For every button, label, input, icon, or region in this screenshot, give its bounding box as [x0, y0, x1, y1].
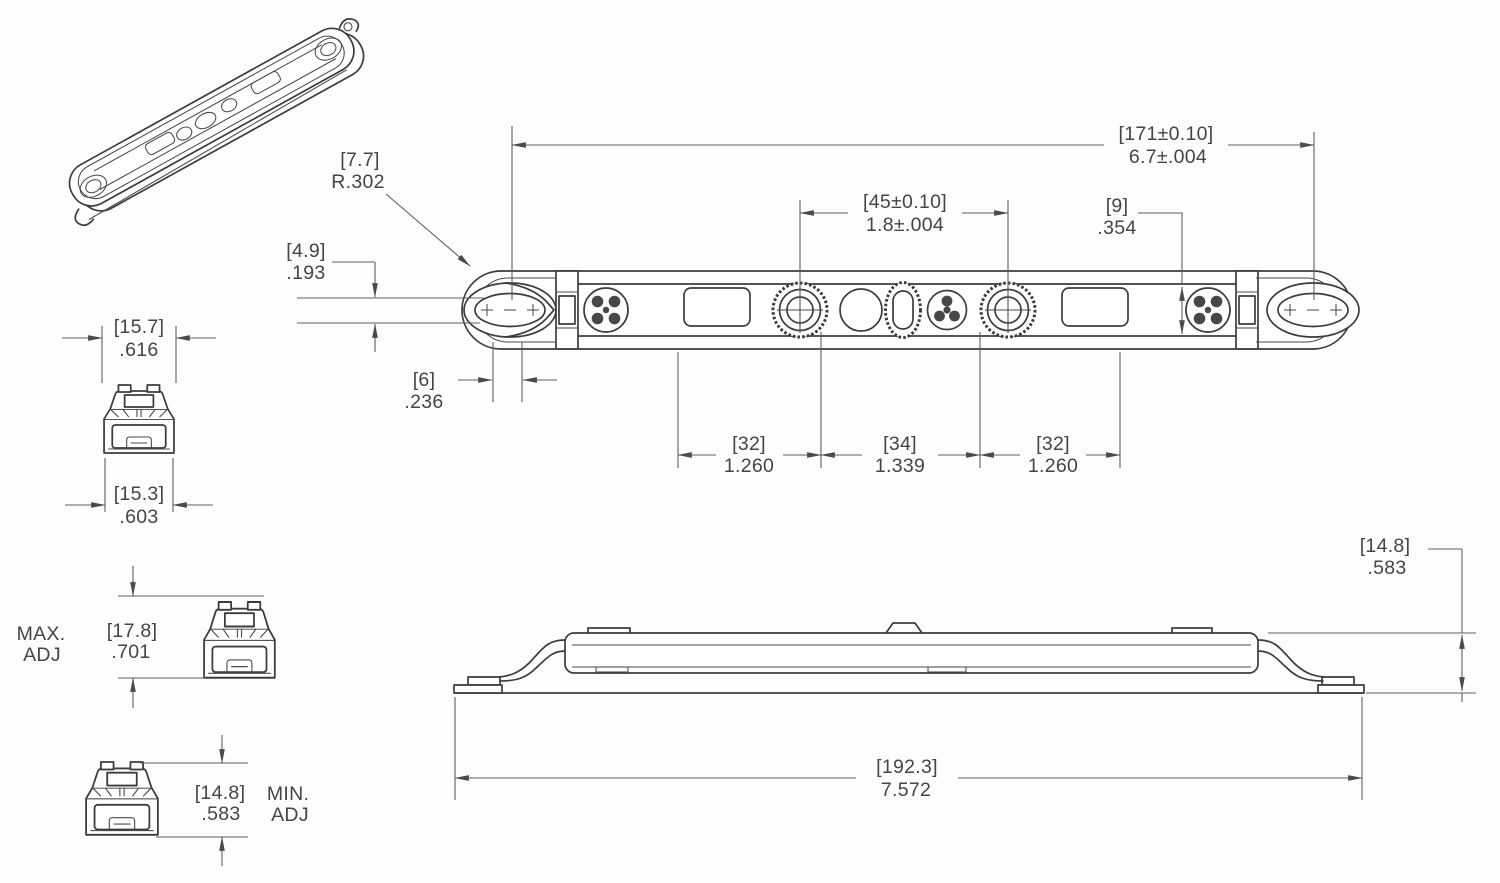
top-boss	[885, 622, 923, 634]
center-slot	[884, 281, 922, 339]
dim-center-span-inch: 1.8±.004	[866, 214, 944, 236]
dim-span-right-metric: [32]	[1036, 433, 1070, 455]
dim-end-width-top: [15.7] .616	[62, 316, 216, 383]
dim-slot-width: [6] .236	[404, 342, 557, 413]
dim-span-chain: [32] 1.260 [34] 1.339 [32] 1.260	[677, 332, 1121, 477]
window-right	[1061, 287, 1129, 327]
dim-min-adj-inch: .583	[201, 803, 240, 825]
dim-slot-width-metric: [6]	[413, 369, 436, 391]
dim-overall-length-inch: 6.7±.004	[1129, 146, 1207, 168]
dim-overall-length: [171±0.10] 6.7±.004	[511, 123, 1315, 300]
dim-slot-width-inch: .236	[404, 391, 443, 413]
dim-slot-height: [4.9] .193	[286, 240, 484, 352]
dim-side-height: [14.8] .583	[1268, 535, 1476, 702]
dim-end-radius-inch: R.302	[331, 171, 385, 193]
dim-slot-height-inch: .193	[286, 262, 325, 284]
dim-channel-height-metric: [9]	[1106, 195, 1129, 217]
max-adj-label-1: MAX.	[17, 623, 66, 645]
dim-base-length-metric: [192.3]	[876, 756, 938, 778]
retainer-clip	[505, 282, 555, 338]
dim-end-width-bottom-inch: .603	[119, 506, 158, 528]
dim-end-width-top-metric: [15.7]	[114, 316, 165, 338]
dim-span-right-inch: 1.260	[1028, 455, 1078, 477]
dim-max-adj-inch: .701	[111, 641, 150, 663]
right-flange	[1257, 639, 1325, 682]
dim-base-length-inch: 7.572	[881, 779, 931, 801]
right-end-cap	[1235, 270, 1360, 350]
screw-left	[583, 287, 629, 333]
dim-slot-height-metric: [4.9]	[286, 240, 325, 262]
mount-boss-right	[979, 281, 1037, 339]
min-adjustment-view: [14.8] .583 MIN. ADJ	[85, 735, 309, 866]
center-hole	[839, 288, 883, 332]
min-adj-label-1: MIN.	[267, 783, 309, 805]
dim-end-width-bottom: [15.3] .603	[65, 458, 213, 528]
mount-boss-left	[771, 281, 829, 339]
dim-channel-height-inch: .354	[1097, 217, 1136, 239]
lamp-body	[564, 632, 1259, 674]
end-cross-section-view: [15.7] .616 [15.3] .603	[62, 316, 216, 528]
screw-center	[926, 289, 968, 331]
isometric-view	[68, 18, 365, 227]
dim-end-radius: [7.7] R.302	[331, 149, 471, 267]
dim-end-width-top-inch: .616	[119, 339, 158, 361]
dim-span-center-metric: [34]	[883, 433, 917, 455]
dim-base-length: [192.3] 7.572	[454, 697, 1363, 801]
slot-plus-marks-right	[1284, 304, 1342, 316]
slot-plus-marks	[481, 304, 539, 316]
dim-channel-height: [9] .354	[1097, 195, 1185, 335]
max-adj-label-2: ADJ	[23, 644, 61, 666]
left-flange	[498, 639, 566, 682]
dim-end-radius-metric: [7.7]	[340, 149, 379, 171]
dim-end-width-bottom-metric: [15.3]	[114, 483, 165, 505]
max-adjustment-view: MAX. ADJ [17.8] .701	[17, 566, 276, 708]
dim-center-span-metric: [45±0.10]	[863, 191, 947, 213]
left-end-cap	[463, 270, 579, 350]
dim-max-adj-metric: [17.8]	[107, 620, 158, 642]
side-elevation-view	[453, 622, 1365, 694]
front-view	[461, 270, 1360, 350]
min-adj-label-2: ADJ	[271, 804, 309, 826]
dim-span-center-inch: 1.339	[875, 455, 925, 477]
dim-overall-length-metric: [171±0.10]	[1118, 123, 1213, 145]
dim-side-height-inch: .583	[1367, 557, 1406, 579]
dim-min-adj-metric: [14.8]	[195, 782, 246, 804]
dim-span-left-metric: [32]	[732, 433, 766, 455]
screw-right	[1185, 287, 1231, 333]
dim-side-height-metric: [14.8]	[1360, 535, 1411, 557]
dim-span-left-inch: 1.260	[724, 455, 774, 477]
window-left	[683, 287, 751, 327]
dim-center-span: [45±0.10] 1.8±.004	[799, 191, 1009, 306]
